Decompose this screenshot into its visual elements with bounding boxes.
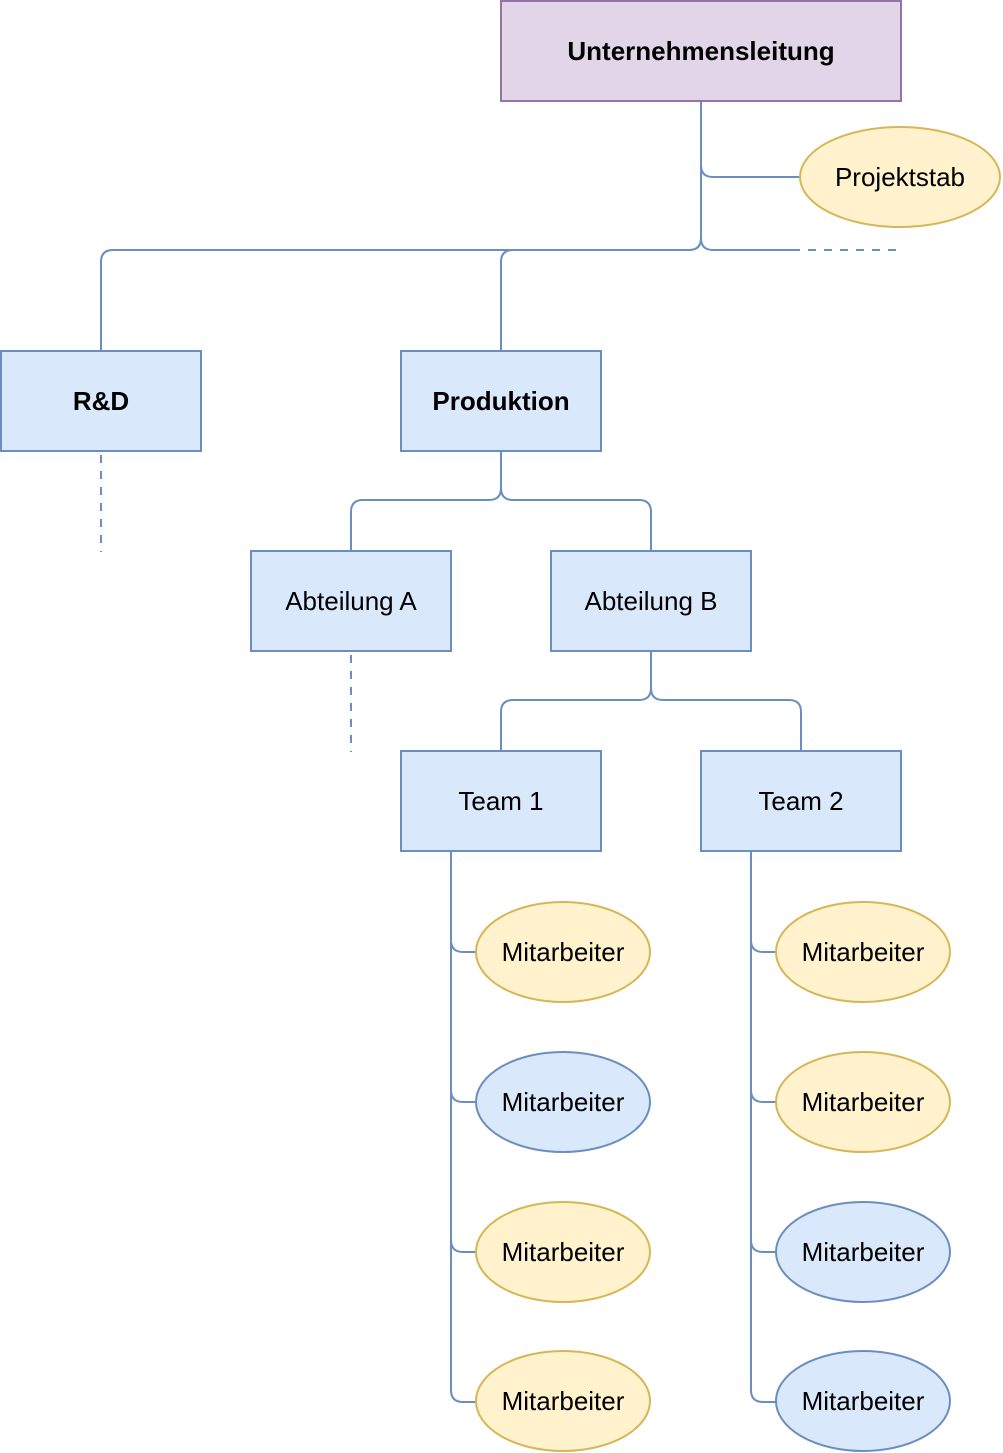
connector-leadership-rnd — [100, 165, 702, 350]
team1-member[interactable]: Mitarbeiter — [475, 901, 651, 1003]
team2-member-label: Mitarbeiter — [802, 937, 925, 967]
node-team2-label: Team 2 — [758, 786, 843, 816]
node-production[interactable]: Produktion — [400, 350, 602, 452]
team1-member-label: Mitarbeiter — [502, 1386, 625, 1416]
team1-member-label: Mitarbeiter — [502, 937, 625, 967]
node-rnd-label: R&D — [73, 386, 129, 416]
team2-member[interactable]: Mitarbeiter — [775, 1051, 951, 1153]
team2-member-label: Mitarbeiter — [802, 1087, 925, 1117]
team1-member-label: Mitarbeiter — [502, 1087, 625, 1117]
node-dept-a-label: Abteilung A — [285, 586, 417, 616]
connectors — [100, 100, 900, 1403]
connector-dept-b-team1 — [500, 650, 652, 750]
node-dept-b[interactable]: Abteilung B — [550, 550, 752, 652]
connector-team1-member-3 — [450, 1239, 476, 1253]
team1-member[interactable]: Mitarbeiter — [475, 1201, 651, 1303]
node-rnd[interactable]: R&D — [0, 350, 202, 452]
team1-member[interactable]: Mitarbeiter — [475, 1051, 651, 1153]
connector-team1-members — [450, 850, 476, 1403]
connector-leadership-right — [700, 237, 800, 251]
team2-member[interactable]: Mitarbeiter — [775, 1350, 951, 1452]
node-dept-b-label: Abteilung B — [585, 586, 718, 616]
connector-dept-b-team2 — [650, 687, 802, 750]
team2-member[interactable]: Mitarbeiter — [775, 901, 951, 1003]
node-staff-label: Projektstab — [835, 162, 965, 192]
connector-team2-member-2 — [750, 1089, 776, 1103]
team2-member-label: Mitarbeiter — [802, 1237, 925, 1267]
connector-team1-member-1 — [450, 939, 476, 953]
node-dept-a[interactable]: Abteilung A — [250, 550, 452, 652]
connector-team1-member-2 — [450, 1089, 476, 1103]
node-staff[interactable]: Projektstab — [799, 126, 1001, 228]
connector-leadership-production — [500, 237, 702, 350]
connector-team2-member-3 — [750, 1239, 776, 1253]
node-team2[interactable]: Team 2 — [700, 750, 902, 852]
node-leadership-label: Unternehmensleitung — [567, 36, 834, 66]
node-leadership[interactable]: Unternehmensleitung — [500, 0, 902, 102]
connector-production-dept-a — [350, 450, 502, 550]
team1-member-label: Mitarbeiter — [502, 1237, 625, 1267]
connector-team2-member-1 — [750, 939, 776, 953]
node-team1-label: Team 1 — [458, 786, 543, 816]
connector-leadership-staff — [700, 100, 800, 178]
node-team1[interactable]: Team 1 — [400, 750, 602, 852]
connector-production-dept-b — [500, 487, 652, 550]
team2-member[interactable]: Mitarbeiter — [775, 1201, 951, 1303]
node-production-label: Produktion — [432, 386, 569, 416]
team1-member[interactable]: Mitarbeiter — [475, 1350, 651, 1452]
team2-member-label: Mitarbeiter — [802, 1386, 925, 1416]
connector-team2-members — [750, 850, 776, 1403]
